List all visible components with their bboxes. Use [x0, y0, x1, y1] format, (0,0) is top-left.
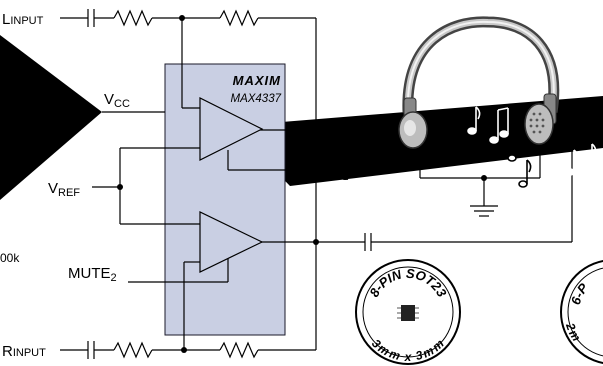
amplifier-bottom — [199, 211, 264, 273]
r-input-label: RINPUT — [2, 343, 46, 360]
chip-part-number: MAX4337 — [230, 93, 281, 105]
music-notes-icon — [467, 106, 597, 188]
left-input-triangle — [0, 35, 102, 200]
chip-body — [164, 63, 286, 336]
headphones-icon — [398, 16, 560, 149]
left-fragment-label: 00k — [0, 251, 20, 265]
vref-label: VREF — [48, 180, 80, 199]
package-badge-second: 6-P 2m — [560, 259, 603, 365]
mute2-label: MUTE2 — [68, 265, 117, 284]
vcc-label: VCC — [104, 91, 130, 110]
wires — [60, 9, 573, 359]
maxim-logo: MAXIM — [233, 73, 282, 88]
junction-dots — [117, 15, 487, 353]
package-badge-sot23: 8-PIN SOT23 3mm x 3mm — [355, 259, 461, 365]
chip-package-icon — [401, 305, 415, 321]
l-input-label: LINPUT — [2, 11, 44, 28]
amplifier-top — [199, 97, 264, 161]
mute1-label: MUTE1 — [300, 164, 349, 183]
